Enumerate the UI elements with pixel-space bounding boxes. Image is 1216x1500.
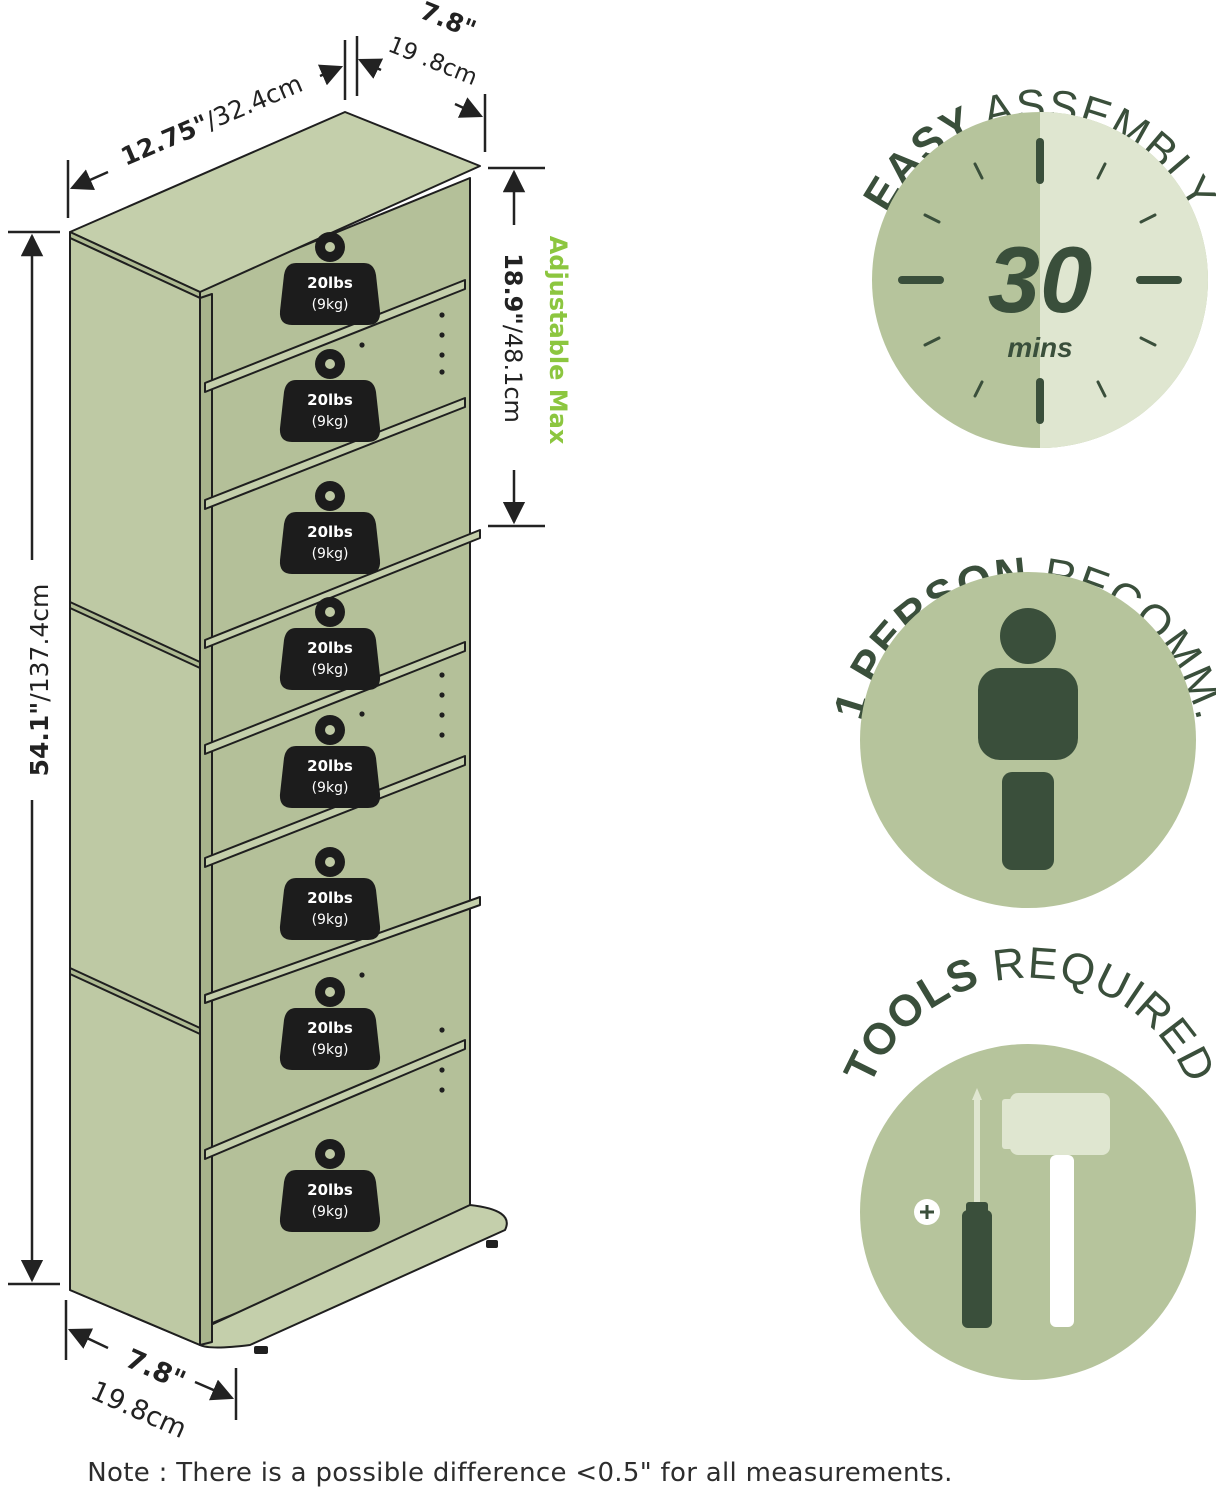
easy-assembly-badge: EASY ASSEMBLY 30 mins <box>854 81 1216 448</box>
assembly-time-number: 30 <box>988 227 1093 332</box>
shelf-weight-badges: 20lbs (9kg) 20lbs (9kg) 20lbs (9kg) 20lbs (9kg)… <box>279 232 381 1232</box>
weight-capacity-icon: 20lbs (9kg) <box>279 1139 381 1232</box>
weight-capacity-icon: 20lbs (9kg) <box>279 232 381 325</box>
bookcase-feet <box>254 1240 498 1354</box>
weight-kg-label: (9kg) <box>312 414 349 430</box>
weight-kg-label: (9kg) <box>312 662 349 678</box>
weight-lbs-label: 20lbs <box>307 1019 353 1037</box>
weight-lbs-label: 20lbs <box>307 639 353 657</box>
bookcase-illustration <box>69 111 508 1349</box>
weight-capacity-icon: 20lbs (9kg) <box>279 481 381 574</box>
mallet-icon <box>1002 1093 1110 1327</box>
weight-capacity-icon: 20lbs (9kg) <box>279 349 381 442</box>
height-label: 54.1"/137.4cm <box>25 584 54 777</box>
weight-kg-label: (9kg) <box>312 546 349 562</box>
weight-lbs-label: 20lbs <box>307 391 353 409</box>
weight-capacity-icon: 20lbs (9kg) <box>279 597 381 690</box>
weight-lbs-label: 20lbs <box>307 523 353 541</box>
bottom-depth-inch-label: 7.8" <box>121 1343 190 1396</box>
one-person-badge: 1 PERSON RECOMM. <box>824 548 1216 908</box>
weight-lbs-label: 20lbs <box>307 889 353 907</box>
clock-icon <box>898 138 1182 424</box>
weight-kg-label: (9kg) <box>312 1204 349 1220</box>
adjustable-max-label: Adjustable Max <box>544 236 572 445</box>
top-depth-inch-label: 7.8" <box>416 0 480 44</box>
shelf-pin-holes <box>359 312 445 1093</box>
weight-lbs-label: 20lbs <box>307 274 353 292</box>
measurement-note: Note : There is a possible difference <0… <box>87 1458 953 1488</box>
assembly-time-unit: mins <box>1007 332 1072 363</box>
weight-lbs-label: 20lbs <box>307 757 353 775</box>
weight-capacity-icon: 20lbs (9kg) <box>279 715 381 808</box>
weight-kg-label: (9kg) <box>312 297 349 313</box>
screwdriver-icon <box>914 1088 992 1328</box>
weight-capacity-icon: 20lbs (9kg) <box>279 847 381 940</box>
adjustable-height-label: 18.9"/48.1cm <box>499 253 527 423</box>
weight-kg-label: (9kg) <box>312 1042 349 1058</box>
weight-capacity-icon: 20lbs (9kg) <box>279 977 381 1070</box>
dimension-lines <box>8 36 545 1420</box>
weight-lbs-label: 20lbs <box>307 1181 353 1199</box>
person-icon <box>978 608 1078 870</box>
weight-kg-label: (9kg) <box>312 912 349 928</box>
weight-kg-label: (9kg) <box>312 780 349 796</box>
tools-required-badge: TOOLS REQUIRED <box>835 938 1216 1380</box>
